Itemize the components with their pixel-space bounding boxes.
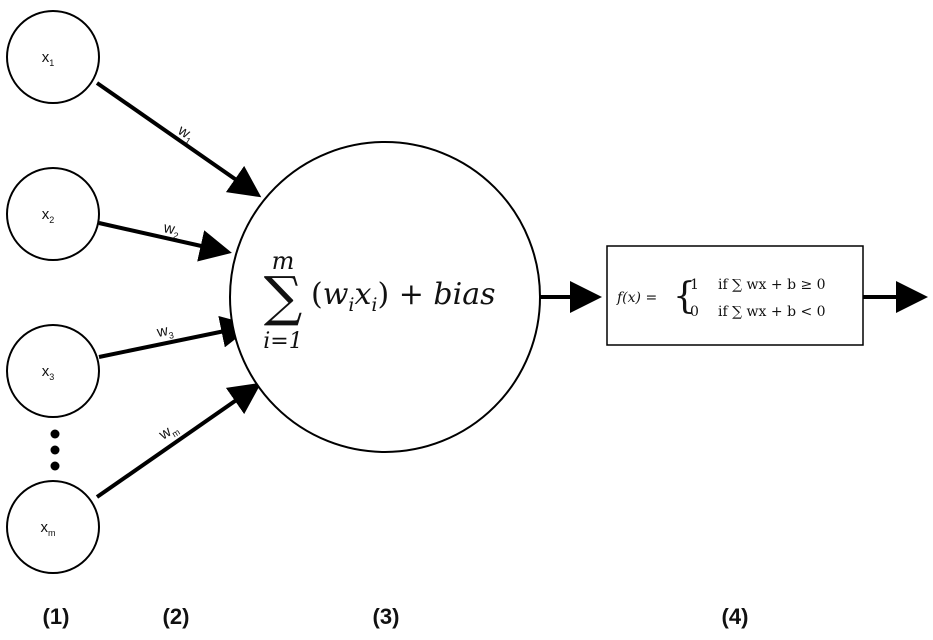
- activation-brace: {: [673, 276, 696, 317]
- input-3-sub: 3: [49, 372, 54, 382]
- weight-label-2: w2: [161, 219, 181, 241]
- svg-text:x3: x3: [42, 363, 55, 382]
- input-m-sub: m: [48, 528, 56, 538]
- svg-text:xm: xm: [41, 519, 56, 538]
- weight-arrow-2: [98, 221, 232, 262]
- weight-arrow-m: [95, 382, 262, 499]
- summation-formula: m ∑ i=1 (wixi) + bias: [263, 247, 495, 354]
- weight-label-1: w1: [173, 121, 197, 146]
- stage-label-4: (4): [722, 604, 749, 629]
- weight-arrow-1: [95, 81, 262, 198]
- stage-label-1: (1): [43, 604, 70, 629]
- input-m-base: x: [41, 519, 49, 536]
- input-2-sub: 2: [49, 215, 54, 225]
- summation-term: (wixi) + bias: [311, 277, 496, 316]
- activation-function-box: [606, 245, 864, 346]
- stage-label-3: (3): [373, 604, 400, 629]
- sum-upper-limit: m: [272, 247, 295, 275]
- activation-lhs: f(x) =: [616, 290, 657, 306]
- ellipsis-dots: [50, 429, 60, 471]
- input-2-base: x: [42, 206, 50, 223]
- stage-label-2: (2): [163, 604, 190, 629]
- svg-text:x2: x2: [42, 206, 55, 225]
- weight-arrow-3: [98, 315, 253, 359]
- svg-text:x1: x1: [42, 49, 55, 68]
- input-node-3: x3: [6, 324, 100, 418]
- input-1-sub: 1: [49, 58, 54, 68]
- weight-label-3: w3: [155, 321, 175, 343]
- input-node-m: xm: [6, 480, 100, 574]
- input-node-2: x2: [6, 167, 100, 261]
- input-1-base: x: [42, 49, 50, 66]
- sigma-symbol: ∑: [264, 265, 303, 328]
- input-3-base: x: [42, 363, 50, 380]
- sum-lower-limit: i=1: [263, 329, 302, 354]
- input-node-1: x1: [6, 10, 100, 104]
